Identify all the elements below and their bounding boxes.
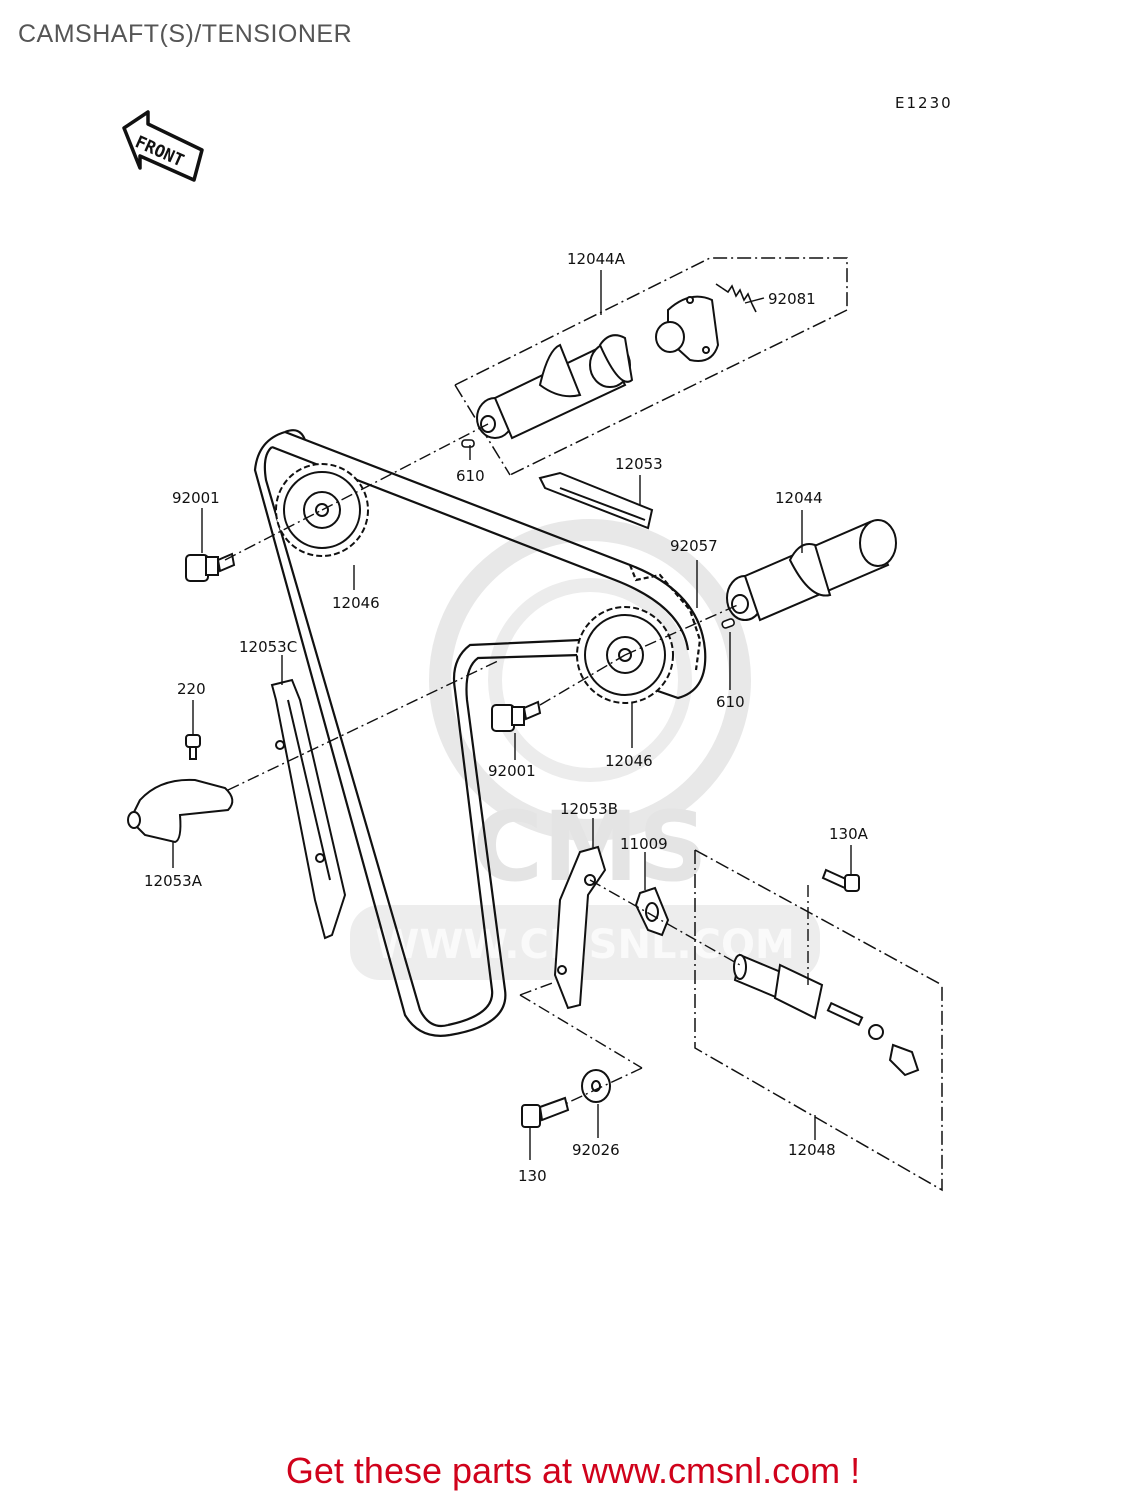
label-92057: 92057 — [670, 537, 718, 555]
chain-guide-12053a — [127, 778, 234, 844]
watermark: CMS WWW.CMSNL.COM — [350, 519, 820, 980]
bolt-130a — [821, 868, 860, 892]
label-12053a: 12053A — [144, 872, 203, 890]
tensioner-body-12048 — [733, 953, 920, 1077]
washer-92026 — [581, 1069, 611, 1103]
label-220: 220 — [177, 680, 206, 698]
pin-610-upper — [461, 439, 475, 448]
part-labels: 12044A 92081 610 12053 12044 92001 12046… — [144, 250, 869, 1185]
decompressor-part — [655, 295, 720, 362]
leader-lines — [172, 270, 852, 1160]
label-12053: 12053 — [615, 455, 663, 473]
camshaft-12044a — [476, 334, 634, 440]
pin-610-right — [721, 618, 735, 629]
spring-92081 — [715, 283, 757, 313]
label-12046-mid: 12046 — [605, 752, 653, 770]
cam-chain — [253, 429, 707, 1037]
label-12053c: 12053C — [239, 638, 297, 656]
label-610-right: 610 — [716, 693, 745, 711]
label-12044: 12044 — [775, 489, 823, 507]
bolt-92001-mid — [491, 700, 542, 732]
label-12044a: 12044A — [567, 250, 626, 268]
chain-guide-12053c — [270, 678, 347, 940]
label-92026: 92026 — [572, 1141, 620, 1159]
label-11009: 11009 — [620, 835, 668, 853]
front-arrow-icon: FRONT — [122, 110, 204, 182]
label-130: 130 — [518, 1167, 547, 1185]
bolt-92001-top — [185, 552, 236, 582]
chain-guide-12053 — [538, 471, 654, 530]
label-12053b: 12053B — [560, 800, 618, 818]
label-130a: 130A — [829, 825, 869, 843]
camshaft-12044 — [726, 519, 897, 622]
label-12046-top: 12046 — [332, 594, 380, 612]
tensioner-group-outline — [694, 849, 943, 1192]
parts-diagram: CMS WWW.CMSNL.COM E1230 FRONT — [122, 94, 953, 1192]
label-92001-top: 92001 — [172, 489, 220, 507]
label-610-top: 610 — [456, 467, 485, 485]
page-title: CAMSHAFT(S)/TENSIONER — [18, 20, 353, 48]
bolt-130 — [521, 1096, 570, 1128]
bolt-220 — [185, 734, 201, 760]
diagram-code: E1230 — [895, 94, 953, 112]
label-12048: 12048 — [788, 1141, 836, 1159]
tensioner-guide-12053b — [553, 845, 607, 1010]
label-92081: 92081 — [768, 290, 816, 308]
label-92001-mid: 92001 — [488, 762, 536, 780]
footer-cta-link[interactable]: Get these parts at www.cmsnl.com ! — [285, 1450, 861, 1491]
